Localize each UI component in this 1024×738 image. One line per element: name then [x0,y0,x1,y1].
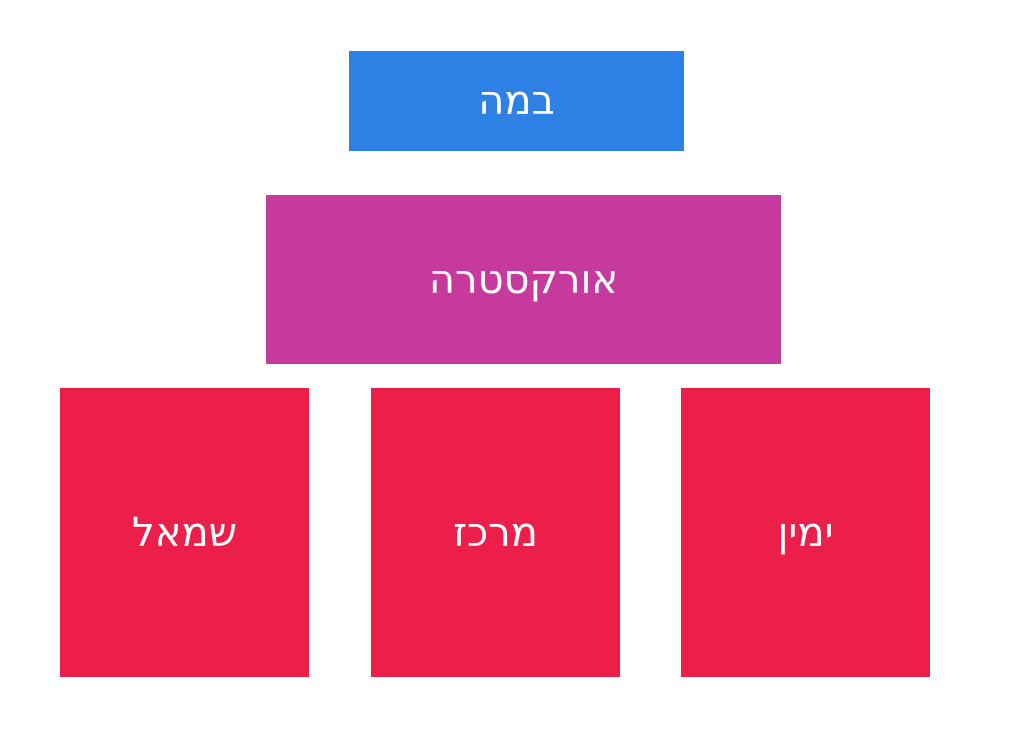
right-section-box: ימין [681,388,930,677]
right-section-label: ימין [777,509,834,556]
center-section-label: מרכז [453,509,538,556]
orchestra-label: אורקסטרה [428,256,619,303]
left-section-box: שמאל [60,388,309,677]
center-section-box: מרכז [371,388,620,677]
stage-box: במה [349,51,684,151]
orchestra-box: אורקסטרה [266,195,781,364]
left-section-label: שמאל [132,509,237,556]
stage-label: במה [478,78,555,124]
